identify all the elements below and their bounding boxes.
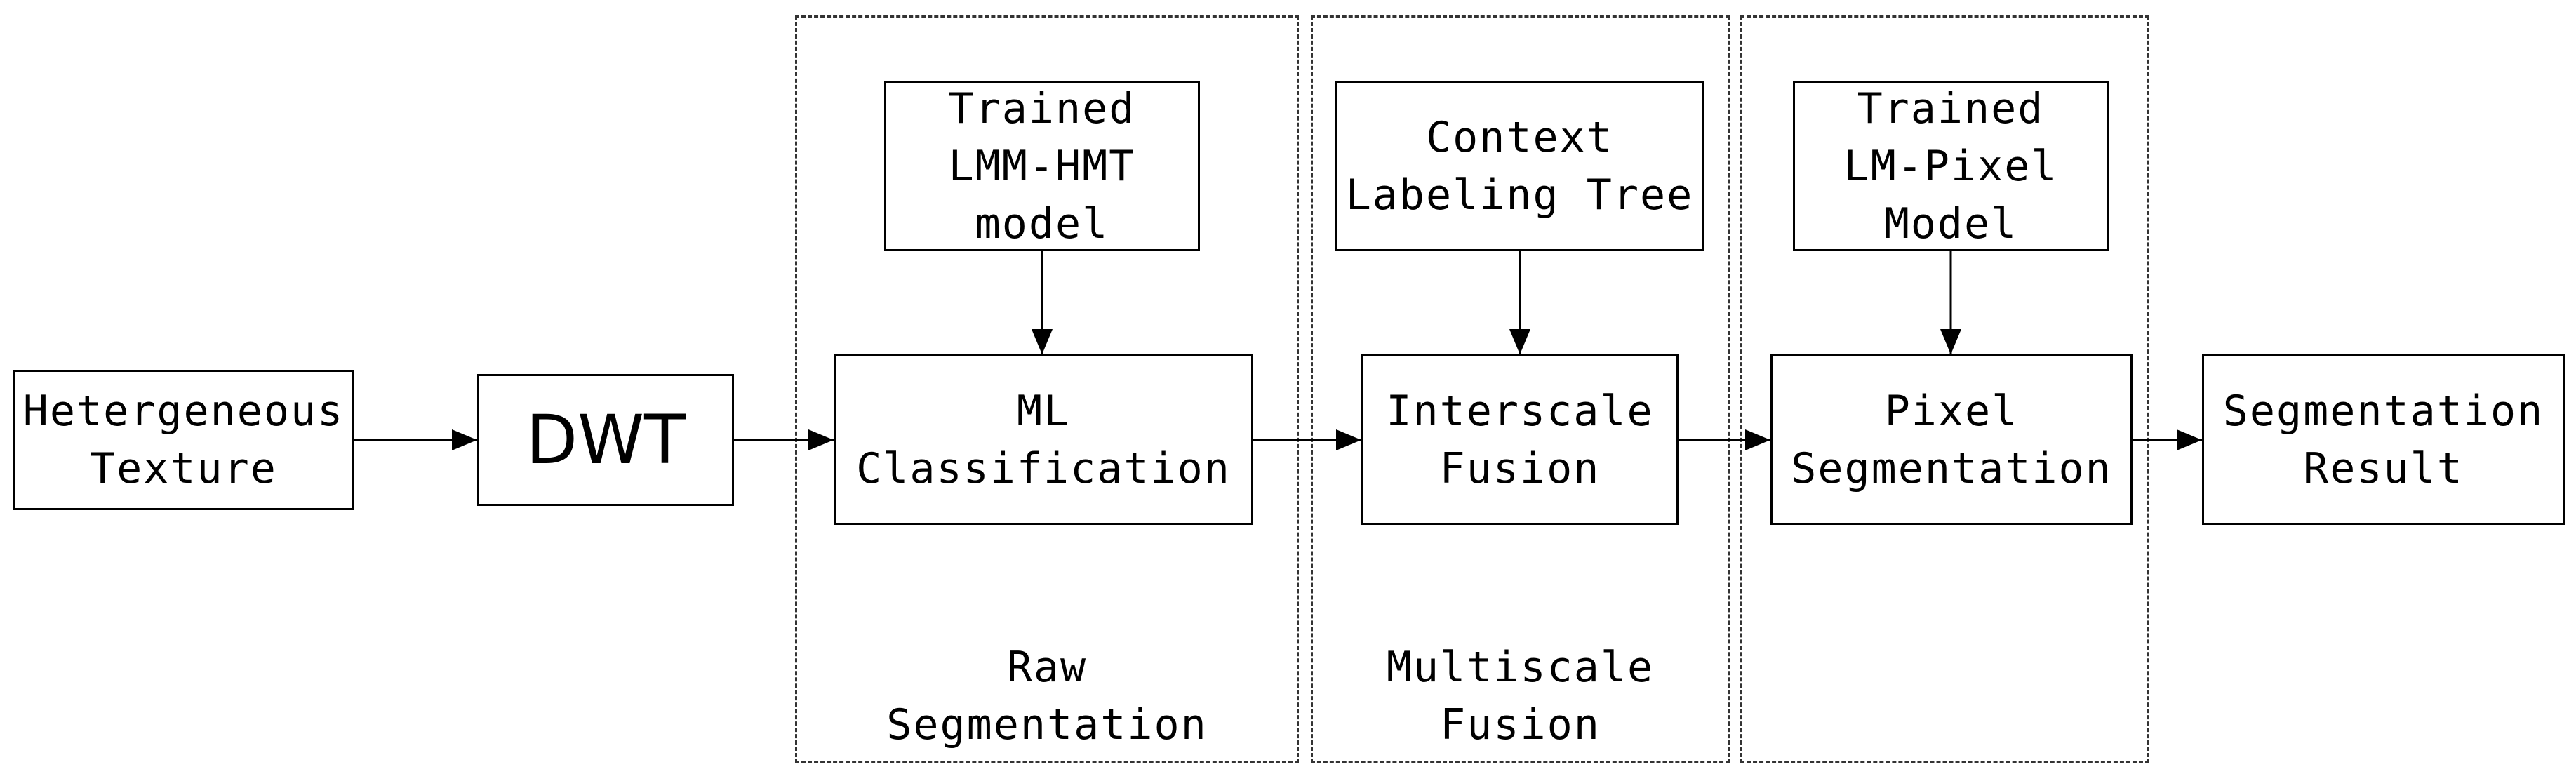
node-ml-classification-line2: Classification [856,443,1231,493]
stage-raw-segmentation [795,15,1299,763]
arrowhead-dwt [452,429,477,450]
arrowhead-result [2177,429,2202,450]
node-trained-lmm-hmt-line3: model [975,199,1109,248]
node-trained-lmm-hmt-line1: Trained [948,84,1136,133]
node-dwt-label: DWT [526,401,686,479]
stage-label-raw: Raw Segmentation [795,639,1299,754]
node-interscale-fusion-line2: Fusion [1439,443,1601,493]
node-interscale-fusion: Interscale Fusion [1361,354,1679,525]
stage-label-multiscale: Multiscale Fusion [1311,639,1730,754]
node-dwt: DWT [477,374,734,506]
stage-label-multiscale-line2: Fusion [1440,700,1601,749]
arrowhead-pixel-top [1940,329,1961,354]
node-trained-lm-pixel: Trained LM-Pixel Model [1793,81,2109,251]
arrowhead-ml-top [1032,329,1053,354]
node-input-line1: Hetergeneous [22,387,345,436]
node-pixel-segmentation-line2: Segmentation [1791,443,2112,493]
node-result-line2: Result [2303,443,2464,493]
node-context-tree-line2: Labeling Tree [1345,170,1694,220]
node-interscale-fusion-line1: Interscale [1386,386,1654,436]
stage-multiscale-fusion [1311,15,1730,763]
node-pixel-segmentation-line1: Pixel [1884,386,2019,436]
node-trained-lm-pixel-line2: LM-Pixel [1843,141,2058,191]
arrowhead-interscale-left [1336,429,1361,450]
node-result-line1: Segmentation [2222,386,2544,436]
arrowhead-interscale-top [1509,329,1530,354]
stage-pixel-segmentation [1740,15,2149,763]
node-segmentation-result: Segmentation Result [2202,354,2565,525]
node-trained-lmm-hmt: Trained LMM-HMT model [884,81,1200,251]
node-ml-classification: ML Classification [834,354,1253,525]
stage-label-raw-line2: Segmentation [886,700,1208,749]
node-heterogeneous-texture: Hetergeneous Texture [13,370,354,510]
node-trained-lm-pixel-line1: Trained [1857,84,2045,133]
node-trained-lm-pixel-line3: Model [1883,199,2018,248]
node-context-tree-line1: Context [1426,112,1613,162]
stage-label-multiscale-line1: Multiscale [1386,643,1655,692]
arrowhead-pixel-left [1745,429,1770,450]
node-context-labeling-tree: Context Labeling Tree [1335,81,1704,251]
node-pixel-segmentation: Pixel Segmentation [1770,354,2133,525]
node-ml-classification-line1: ML [1016,386,1071,436]
node-input-line2: Texture [90,444,277,493]
arrowhead-ml-left [808,429,834,450]
node-trained-lmm-hmt-line2: LMM-HMT [948,141,1136,191]
stage-label-raw-line1: Raw [1006,643,1088,692]
